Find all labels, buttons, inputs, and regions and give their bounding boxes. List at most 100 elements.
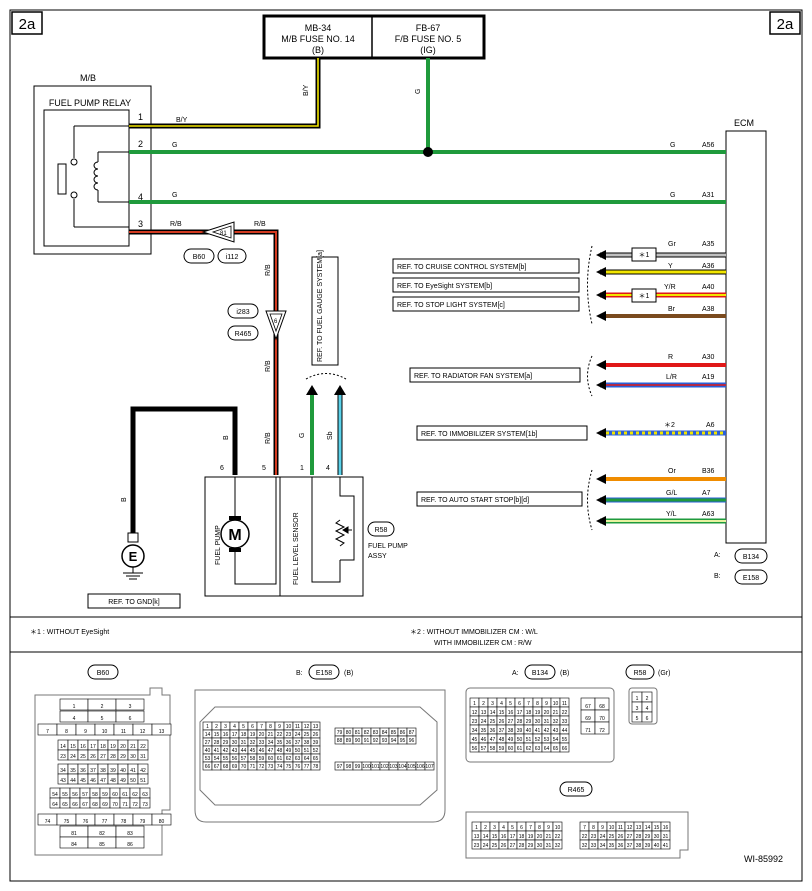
r465-pin-num: 23 xyxy=(474,843,480,849)
wire-or-label: Or xyxy=(668,468,676,475)
e158-pin-num: 89 xyxy=(346,738,352,744)
b134-pin-num: 57 xyxy=(481,746,487,752)
wire-g-a56-label: G xyxy=(670,142,675,149)
star1-tag-a35: ＊1 xyxy=(631,247,657,262)
e158-pin-num: 98 xyxy=(346,764,352,770)
b134-pin-cell xyxy=(594,721,610,735)
r465-pin-num: 22 xyxy=(582,834,588,840)
wire-by-label-vert: B/Y xyxy=(303,84,310,96)
e158-pin-num: 91 xyxy=(364,738,370,744)
bottom-b134-tag: B134 xyxy=(524,664,556,680)
b134-pin-num: 49 xyxy=(508,737,514,743)
b60-pin-num: 41 xyxy=(130,768,136,774)
b134-pin-num: 47 xyxy=(490,737,496,743)
ref-immobilizer[interactable]: REF. TO IMMOBILIZER SYSTEM[1b] xyxy=(416,425,588,441)
b134-pin-num: 54 xyxy=(553,737,559,743)
fuse-1-sub: (B) xyxy=(312,45,324,55)
b60-pin-num: 8 xyxy=(65,729,68,735)
e158-pin-num: 97 xyxy=(337,764,343,770)
ref-stoplight[interactable]: REF. TO STOP LIGHT SYSTEM[c] xyxy=(392,296,580,312)
e158-pin-num: 72 xyxy=(259,764,265,770)
b60-pin-num: 72 xyxy=(132,802,138,808)
e158-pin-num: 59 xyxy=(259,756,265,762)
b134-pin-num: 56 xyxy=(472,746,478,752)
e158-pin-num: 75 xyxy=(286,764,292,770)
e158-pin-num: 69 xyxy=(232,764,238,770)
b60-pin-num: 45 xyxy=(80,778,86,784)
r465-pin-num: 28 xyxy=(636,834,642,840)
b60-pin-num: 40 xyxy=(120,768,126,774)
b60-pin-num: 3 xyxy=(129,704,132,710)
b60-pin-cell xyxy=(115,710,145,723)
e158-pin-num: 22 xyxy=(277,732,283,738)
e158-pin-num: 99 xyxy=(355,764,361,770)
r465-pin-num: 15 xyxy=(492,834,498,840)
b134-pin-num: 28 xyxy=(517,719,523,725)
svg-text:REF. TO RADIATOR FAN SYSTEM[a]: REF. TO RADIATOR FAN SYSTEM[a] xyxy=(414,373,532,380)
r465-pin-num: 16 xyxy=(663,825,669,831)
ref-arc xyxy=(305,373,347,380)
r465-pin-num: 13 xyxy=(636,825,642,831)
ecm-pin-a30: A30 xyxy=(702,354,715,361)
junction-dot xyxy=(423,147,433,157)
b60-pin-num: 58 xyxy=(92,792,98,798)
e158-pin-num: 44 xyxy=(241,748,247,754)
e158-pin-num: 100 xyxy=(362,764,371,770)
ref-gnd[interactable]: REF. TO GND[k] xyxy=(87,593,181,609)
b134-pin-num: 65 xyxy=(553,746,559,752)
svg-text:R465: R465 xyxy=(568,787,585,794)
e158-pin-num: 52 xyxy=(313,748,319,754)
bottom-e158-suffix: (B) xyxy=(344,670,353,677)
b134-pin-num: 70 xyxy=(599,716,605,722)
r465-pin-num: 3 xyxy=(493,825,496,831)
note-1: ＊1 : WITHOUT EyeSight xyxy=(30,629,109,636)
e158-pin-num: 36 xyxy=(286,740,292,746)
e158-pin-num: 76 xyxy=(295,764,301,770)
e158-pin-num: 92 xyxy=(373,738,379,744)
e158-pin-num: 45 xyxy=(250,748,256,754)
r465-pin-num: 31 xyxy=(546,843,552,849)
b134-pin-num: 45 xyxy=(472,737,478,743)
wire-rb-label-2: R/B xyxy=(254,221,266,228)
r465-pin-num: 24 xyxy=(483,843,489,849)
e158-pin-num: 7 xyxy=(260,724,263,730)
note-2a: ＊2 : WITHOUT IMMOBILIZER CM : W/L xyxy=(410,629,538,636)
r465-pin-num: 6 xyxy=(520,825,523,831)
e158-pin-cell xyxy=(310,761,321,771)
b134-pin-num: 62 xyxy=(526,746,532,752)
ref-autostart[interactable]: REF. TO AUTO START STOP[b][d] xyxy=(416,491,583,507)
bottom-r58-tag: R58 xyxy=(625,664,655,680)
ref-cruise[interactable]: REF. TO CRUISE CONTROL SYSTEM[b] xyxy=(392,258,580,274)
r465-pin-num: 23 xyxy=(591,834,597,840)
b134-pin-num: 19 xyxy=(535,710,541,716)
page-tag-right: 2a xyxy=(769,11,801,35)
r465-pin-num: 10 xyxy=(609,825,615,831)
bottom-r58-suffix: (Gr) xyxy=(658,670,670,677)
svg-text:B60: B60 xyxy=(193,254,206,261)
e158-pin-num: 74 xyxy=(277,764,283,770)
fuse-2-code: FB-67 xyxy=(416,23,441,33)
b134-pin-num: 40 xyxy=(526,728,532,734)
r465-pin-num: 9 xyxy=(601,825,604,831)
ref-fuel-gauge[interactable]: REF. TO FUEL GAUGE SYSTEM[a] xyxy=(311,250,339,366)
e158-pin-num: 63 xyxy=(295,756,301,762)
e158-pin-num: 79 xyxy=(337,730,343,736)
relay-switch xyxy=(57,125,129,228)
e158-pin-num: 102 xyxy=(380,764,389,770)
ecm-pin-a35: A35 xyxy=(702,241,715,248)
ref-radiator[interactable]: REF. TO RADIATOR FAN SYSTEM[a] xyxy=(409,367,581,383)
e158-pin-num: 21 xyxy=(268,732,274,738)
b60-pin-cell xyxy=(115,698,145,711)
b60-pin-num: 20 xyxy=(120,744,126,750)
b60-pin-num: 25 xyxy=(80,754,86,760)
wire-rb-label-1: R/B xyxy=(170,221,182,228)
b134-pin-num: 1 xyxy=(473,701,476,707)
ecm-title: ECM xyxy=(734,118,754,128)
e158-pin-num: 70 xyxy=(241,764,247,770)
r465-pin-num: 16 xyxy=(501,834,507,840)
b134-pin-num: 44 xyxy=(562,728,568,734)
pin-6-conn: 6 xyxy=(274,319,278,325)
ref-eyesight[interactable]: REF. TO EyeSight SYSTEM[b] xyxy=(392,277,580,293)
b134-pin-num: 25 xyxy=(490,719,496,725)
b60-pin-num: 28 xyxy=(110,754,116,760)
